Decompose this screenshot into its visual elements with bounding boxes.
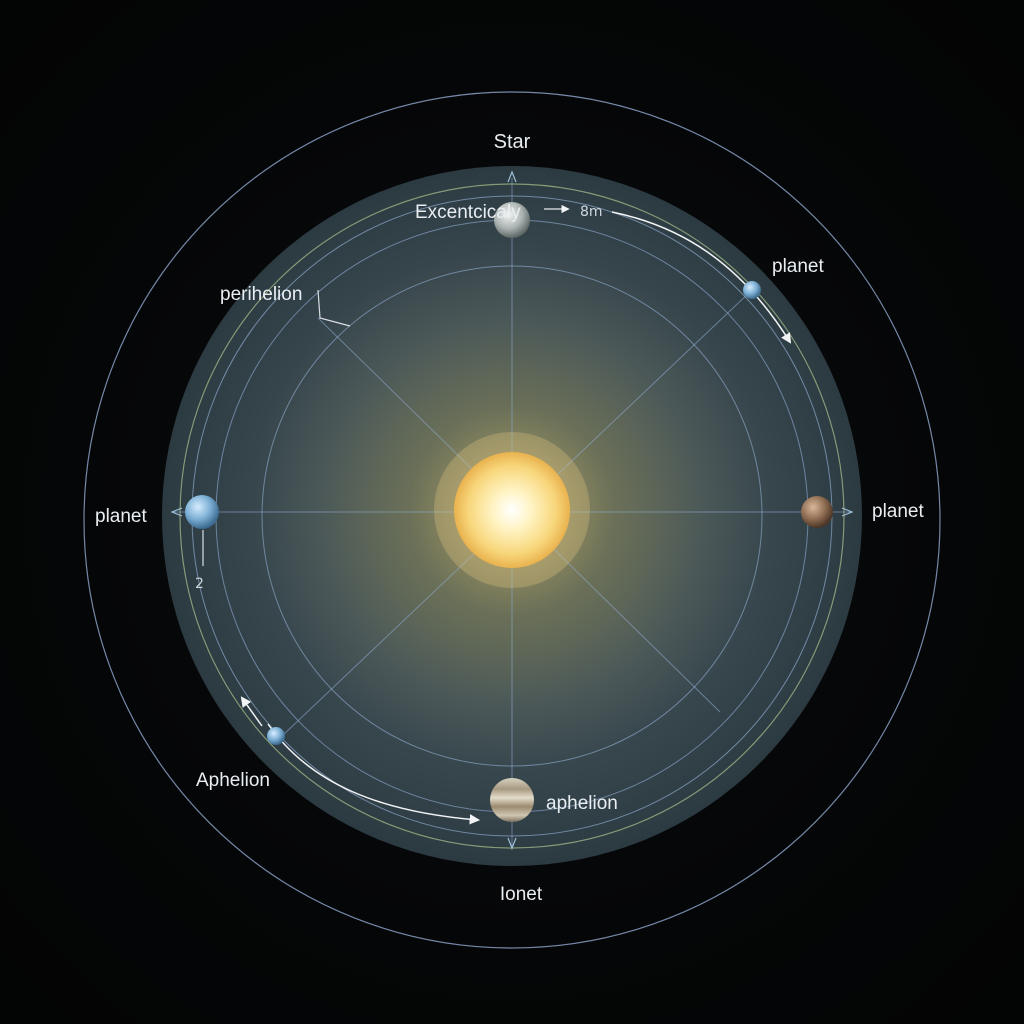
planet-left-label: planet bbox=[95, 506, 147, 527]
planet-top-right-icon bbox=[743, 281, 761, 299]
star-label: Star bbox=[494, 131, 531, 153]
orbit-arrow-top-right bbox=[611, 211, 792, 344]
bottom-tick-arrow bbox=[507, 837, 517, 850]
orbit-arrow-left bbox=[240, 696, 263, 727]
planet-right-icon bbox=[801, 496, 833, 528]
planet-top-right-label: planet bbox=[772, 256, 824, 277]
top-tick-arrow bbox=[507, 170, 517, 183]
planet-top-icon bbox=[494, 202, 530, 238]
eccentricity-label: Excentcicaly bbox=[415, 202, 521, 223]
planet-aphelion-bottom-icon bbox=[490, 778, 534, 822]
star-icon bbox=[454, 452, 570, 568]
perihelion-label: perihelion bbox=[220, 284, 302, 305]
planet-right-label: planet bbox=[872, 501, 924, 522]
outer-orbit bbox=[83, 91, 941, 949]
eccentricity-value: 8m bbox=[580, 204, 603, 220]
aphelion-bottom-label: aphelion bbox=[546, 793, 618, 814]
left-tick-arrow bbox=[170, 507, 183, 517]
bottom-label: Ionet bbox=[500, 884, 543, 905]
perihelion-pointer bbox=[317, 289, 351, 327]
right-tick-arrow bbox=[841, 507, 854, 517]
planet-aphelion-left-icon bbox=[267, 727, 285, 745]
planet-left-icon bbox=[185, 495, 219, 529]
orbit-arrow-bottom bbox=[267, 723, 481, 825]
aphelion-left-label: Aphelion bbox=[196, 770, 270, 791]
left-marker-label: 2 bbox=[195, 576, 204, 592]
